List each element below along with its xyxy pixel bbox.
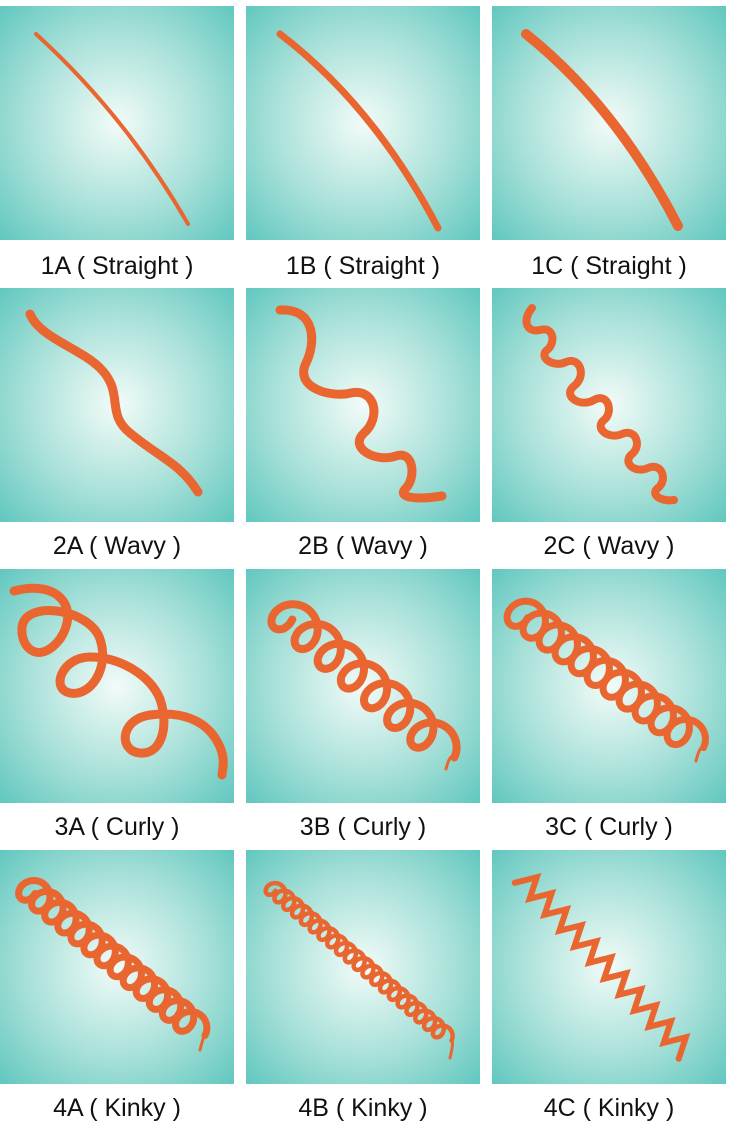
hair-illustration-1b [246, 6, 480, 240]
hair-illustration-3a [0, 569, 234, 803]
strand-4b [246, 850, 480, 1084]
loops-3c [503, 597, 709, 763]
hair-type-label-1a: 1A ( Straight ) [40, 252, 194, 280]
strand-2b [246, 288, 480, 522]
strand-3b [246, 569, 480, 803]
loops-4a [15, 876, 211, 1052]
loops3b-path [267, 600, 461, 762]
zigzag-4c [511, 872, 691, 1062]
strand-2c [492, 288, 726, 522]
strand-4a [0, 850, 234, 1084]
hair-type-label-3a: 3A ( Curly ) [54, 813, 180, 841]
hair-type-label-2c: 2C ( Wavy ) [543, 532, 675, 560]
strand-1a [0, 6, 234, 240]
hair-illustration-1a [0, 6, 234, 240]
loops4b-tail [448, 1039, 454, 1060]
hair-illustration-4c [492, 850, 726, 1084]
strand-1c [492, 6, 726, 240]
hair-illustration-3b [246, 569, 480, 803]
hair-type-label-3c: 3C ( Curly ) [545, 813, 673, 841]
hair-illustration-3c [492, 569, 726, 803]
strand-1b [246, 6, 480, 240]
hair-type-label-4a: 4A ( Kinky ) [53, 1094, 181, 1122]
loops3b-tail [444, 755, 456, 771]
hair-type-label-3b: 3B ( Curly ) [299, 813, 427, 841]
hair-illustration-2c [492, 288, 726, 522]
hair-type-label-4b: 4B ( Kinky ) [298, 1094, 428, 1122]
hair-illustration-1c [492, 6, 726, 240]
hair-type-label-1c: 1C ( Straight ) [531, 252, 687, 280]
hair-illustration-4b [246, 850, 480, 1084]
loops3c-tail [694, 745, 706, 763]
hair-illustration-2a [0, 288, 234, 522]
hair-type-label-2a: 2A ( Wavy ) [52, 532, 182, 560]
hair-type-label-1b: 1B ( Straight ) [285, 252, 441, 280]
loops4b-path [263, 880, 455, 1043]
hair-illustration-4a [0, 850, 234, 1084]
strand-3a [0, 569, 234, 803]
loops-4b [263, 880, 455, 1060]
hair-type-label-4c: 4C ( Kinky ) [543, 1094, 675, 1122]
loops-3b [267, 600, 461, 771]
hair-type-label-2b: 2B ( Wavy ) [298, 532, 428, 560]
hair-illustration-2b [246, 288, 480, 522]
loops3c-path [503, 597, 709, 752]
loops4a-path [15, 876, 211, 1039]
strand-4c [492, 850, 726, 1084]
loops4a-tail [198, 1033, 207, 1052]
strand-3c [492, 569, 726, 803]
strand-2a [0, 288, 234, 522]
